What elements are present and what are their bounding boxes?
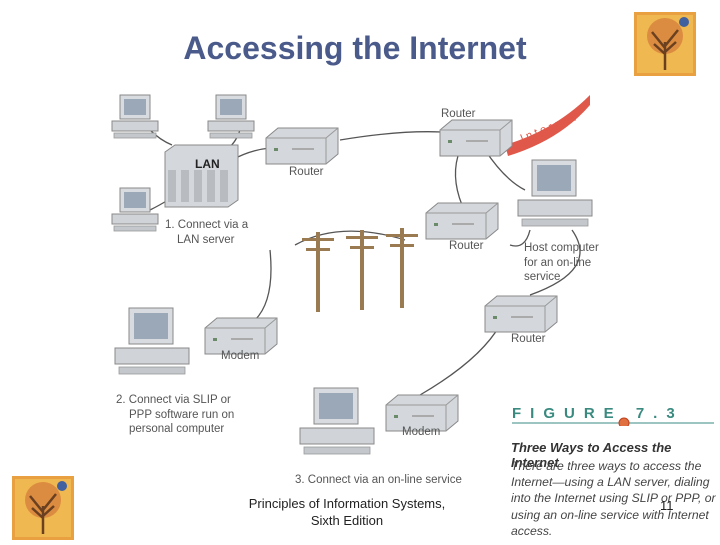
figure-heading: FIGURE 7.3: [512, 405, 684, 422]
online-service-pc: [299, 387, 375, 455]
lan-label: LAN: [195, 157, 220, 171]
figure-dot-icon: [618, 417, 630, 426]
figure-rule: [512, 417, 714, 426]
internet-band: [505, 95, 590, 156]
footer-line1: Principles of Information Systems,: [248, 496, 446, 511]
host-line1: Host computer: [524, 242, 599, 254]
router-4: [484, 295, 558, 333]
figure-caption-title: Three Ways to Access the Internet: [511, 440, 672, 470]
router-label-3: Router: [449, 240, 484, 252]
step1-line2: LAN server: [177, 233, 235, 246]
router-3: [425, 202, 499, 240]
modem-label-2: Modem: [402, 426, 440, 438]
internet-label: Internet: [519, 111, 580, 145]
router-label-2: Router: [289, 166, 324, 178]
modem-1: [204, 317, 278, 355]
step1-line1: 1. Connect via a: [165, 219, 249, 231]
lan-server: [164, 144, 239, 208]
host-line3: service: [524, 271, 561, 283]
telephone-poles: [302, 228, 418, 312]
figure-caption-text: There are three ways to access the Inter…: [511, 459, 716, 538]
page-number: 11: [660, 498, 674, 513]
tree-logo-top: [634, 12, 696, 76]
footer-line2: Sixth Edition: [310, 513, 384, 528]
step3-label: 3. Connect via an on-line service: [295, 474, 462, 486]
slide-title: Accessing the Internet: [183, 30, 527, 66]
step1-label: 1. Connect via a LAN server: [165, 218, 248, 247]
router-label-4: Router: [511, 333, 546, 345]
router-label-1: Router: [441, 108, 476, 120]
router-1: [265, 127, 339, 165]
host-computer: [517, 159, 593, 227]
step2-label: 2. Connect via SLIP or PPP software run …: [116, 393, 234, 437]
host-line2: for an on-line: [524, 256, 592, 269]
tree-logo-bottom: [12, 476, 74, 540]
host-label: Host computer for an on-line service: [524, 241, 599, 285]
slide-footer: Principles of Information Systems, Sixth…: [238, 495, 456, 529]
step2-line3: personal computer: [129, 423, 225, 435]
step2-line2: PPP software run on: [129, 408, 235, 421]
slip-ppp-pc: [114, 307, 190, 375]
modem-label-1: Modem: [221, 350, 259, 362]
router-2: [439, 119, 513, 157]
lan-pc-2: [207, 94, 255, 139]
step2-line1: 2. Connect via SLIP or: [116, 394, 231, 406]
